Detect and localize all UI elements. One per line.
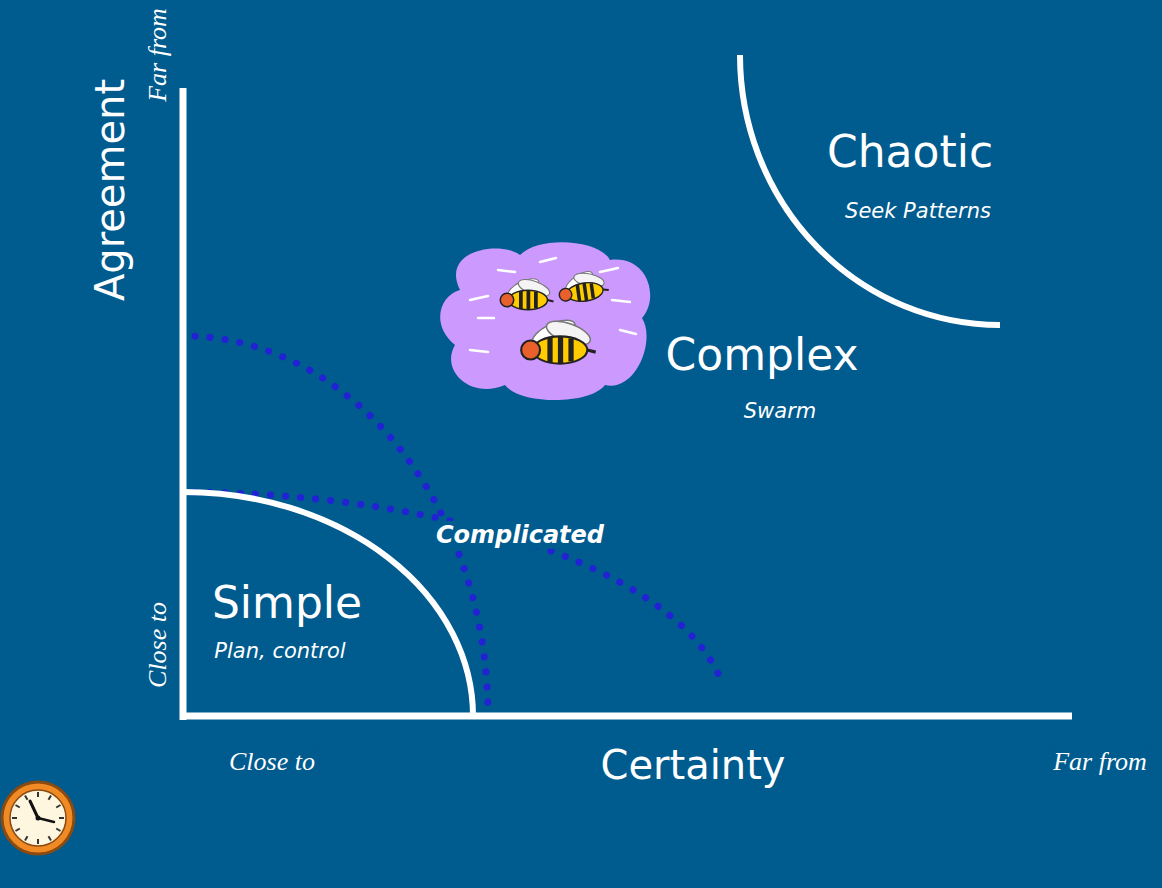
swarm-illustration bbox=[440, 242, 650, 400]
axis-end-label: Close to bbox=[143, 598, 174, 692]
region-approach: Swarm bbox=[740, 399, 820, 424]
chaotic-boundary bbox=[740, 55, 1000, 325]
agreement-axis bbox=[180, 88, 187, 720]
simple-boundary bbox=[183, 492, 473, 716]
region-name: Complex bbox=[662, 330, 863, 380]
axis-end-label: Far from bbox=[143, 4, 174, 106]
axis-title: Certainty bbox=[597, 742, 790, 788]
region-name: Simple bbox=[208, 578, 366, 628]
region-approach: Plan, control bbox=[210, 639, 349, 664]
clock-icon bbox=[2, 782, 74, 854]
region-name: Chaotic bbox=[823, 127, 997, 177]
dotted-boundary bbox=[195, 492, 723, 686]
region-approach: Seek Patterns bbox=[841, 199, 995, 224]
axis-title: Agreement bbox=[87, 75, 133, 305]
axis-end-label: Far from bbox=[1049, 747, 1151, 778]
region-name: Complicated bbox=[432, 521, 608, 549]
certainty-axis bbox=[180, 713, 1072, 720]
axis-end-label: Close to bbox=[225, 747, 319, 778]
